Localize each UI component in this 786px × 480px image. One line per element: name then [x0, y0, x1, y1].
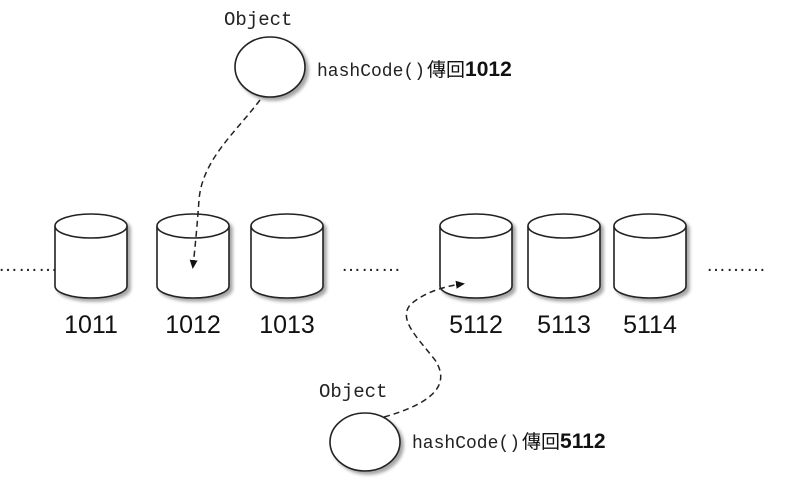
bucket-top: [54, 213, 128, 239]
ellipsis-right: ………: [706, 254, 766, 276]
bucket-body: [613, 226, 687, 299]
hashcode-method: hashCode(): [317, 62, 425, 82]
arrow-to-bucket-1012: [189, 99, 261, 269]
arrow-to-bucket-5112: [383, 280, 465, 418]
object-hash-label-top: hashCode()傳回1012: [317, 58, 512, 82]
returns-text: 傳回: [427, 59, 465, 81]
bucket-body: [250, 226, 324, 299]
ellipsis-left: ………: [0, 254, 58, 276]
bucket-body: [527, 226, 601, 299]
bucket-group: [54, 213, 687, 299]
ellipsis-middle: ………: [341, 254, 401, 276]
object-node-top: Object hashCode()傳回1012: [224, 9, 512, 98]
bucket-top: [250, 213, 324, 239]
bucket-5114: [613, 213, 687, 299]
bucket-top: [527, 213, 601, 239]
object-name-bottom: Object: [319, 381, 387, 403]
bucket-body: [439, 226, 513, 299]
hash-value: 5112: [560, 430, 606, 453]
bucket-label-1013: 1013: [259, 311, 315, 339]
bucket-5113: [527, 213, 601, 299]
bucket-body: [54, 226, 128, 299]
bucket-label-5114: 5114: [623, 311, 677, 339]
bucket-top: [156, 213, 230, 239]
object-node-bottom: Object hashCode()傳回5112: [319, 381, 606, 472]
bucket-label-5113: 5113: [537, 311, 591, 339]
object-circle-bottom: [329, 412, 401, 472]
object-hash-label-bottom: hashCode()傳回5112: [412, 430, 606, 454]
bucket-1012: [156, 213, 230, 299]
bucket-1011: [54, 213, 128, 299]
hash-value: 1012: [465, 58, 512, 81]
bucket-top: [613, 213, 687, 239]
bucket-label-1011: 1011: [64, 311, 118, 339]
bucket-5112: [439, 213, 513, 299]
hashcode-method: hashCode(): [412, 434, 520, 454]
bucket-1013: [250, 213, 324, 299]
object-name-top: Object: [224, 9, 292, 31]
bucket-label-5112: 5112: [449, 311, 503, 339]
returns-text: 傳回: [522, 431, 560, 453]
object-circle-top: [234, 36, 306, 98]
bucket-label-1012: 1012: [165, 311, 221, 339]
bucket-top: [439, 213, 513, 239]
